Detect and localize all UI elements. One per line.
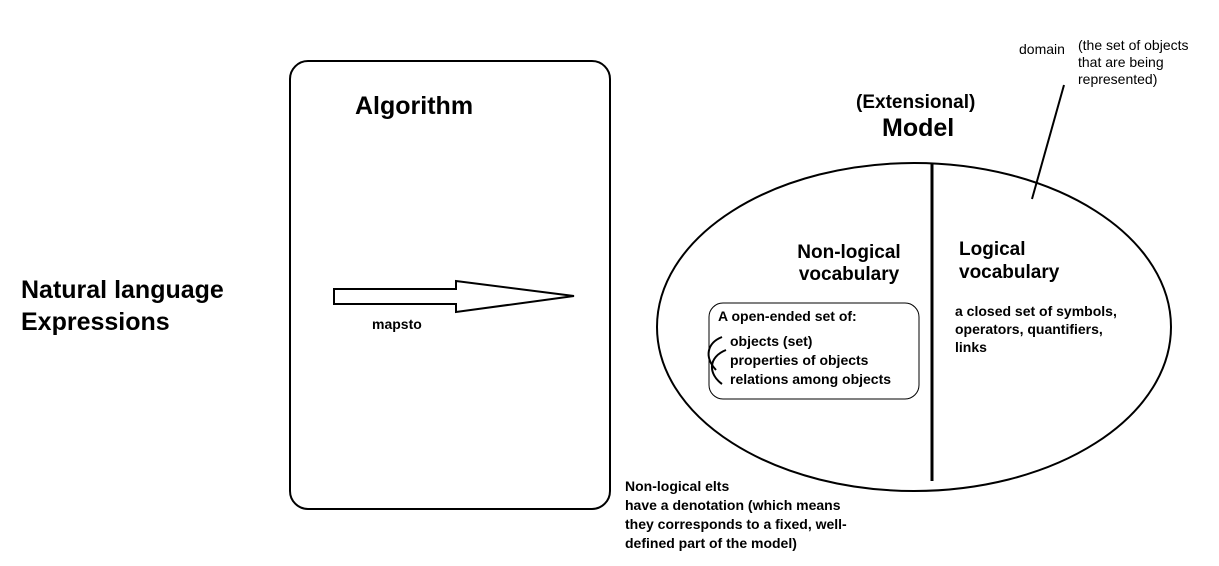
logical-title-line2: vocabulary — [959, 262, 1060, 283]
bracket-arc — [711, 349, 727, 385]
nonlogical-title-line2: vocabulary — [798, 264, 900, 285]
logical-desc-line2: operators, quantifiers, — [955, 321, 1103, 337]
nonlogical-title: Non-logical vocabulary — [790, 242, 908, 286]
logical-desc-line3: links — [955, 339, 987, 355]
list-item: relations among objects — [730, 371, 892, 387]
list-item: properties of objects — [730, 352, 869, 368]
logical-desc-line1: a closed set of symbols, — [955, 303, 1117, 319]
list-item: objects (set) — [730, 333, 813, 349]
nonlogical-items: objects (set) properties of objects rela… — [730, 332, 891, 389]
model-title: Model — [882, 114, 955, 142]
mapsto-arrow — [333, 279, 575, 314]
logical-title-line1: Logical — [959, 239, 1026, 260]
nonlogical-box-heading: A open-ended set of: — [718, 308, 857, 324]
bracket-arc — [707, 336, 723, 371]
domain-description: (the set of objects that are being repre… — [1078, 37, 1189, 88]
mapsto-label: mapsto — [372, 316, 422, 332]
domain-desc-line1: (the set of objects — [1078, 37, 1189, 53]
note-line4: defined part of the model) — [625, 535, 797, 551]
logical-description: a closed set of symbols, operators, quan… — [955, 302, 1117, 356]
denotation-note: Non-logical elts have a denotation (whic… — [625, 477, 847, 553]
model-ellipse — [656, 162, 1172, 492]
algorithm-title: Algorithm — [355, 92, 474, 120]
domain-pointer-line — [1031, 84, 1065, 200]
natural-language-label: Natural language Expressions — [21, 274, 224, 338]
nonlogical-title-line1: Non-logical — [797, 242, 901, 263]
logical-title: Logical vocabulary — [959, 238, 1059, 284]
note-line1: Non-logical elts — [625, 478, 730, 494]
model-title-extensional: (Extensional) — [856, 92, 976, 113]
natural-language-line2: Expressions — [21, 308, 170, 336]
note-line2: have a denotation (which means — [625, 497, 841, 513]
domain-desc-line2: that are being — [1078, 54, 1164, 70]
algorithm-box — [289, 60, 611, 510]
note-line3: they corresponds to a fixed, well- — [625, 516, 847, 532]
natural-language-line1: Natural language — [21, 276, 224, 304]
domain-label: domain — [1019, 41, 1065, 57]
domain-desc-line3: represented) — [1078, 71, 1158, 87]
